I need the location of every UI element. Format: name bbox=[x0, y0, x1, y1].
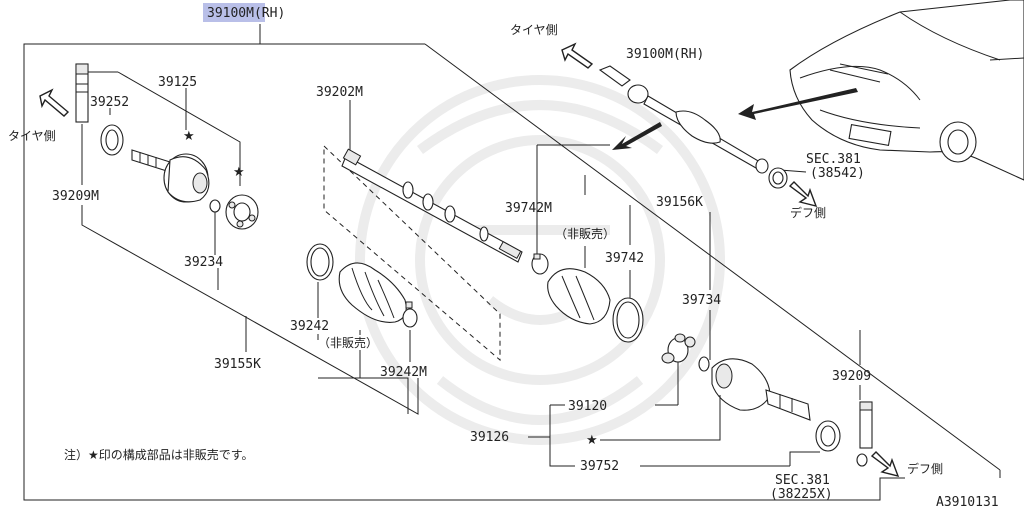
label-39209m[interactable]: 39209M bbox=[52, 189, 99, 204]
figure-id: A3910131 bbox=[936, 495, 999, 510]
part-39242[interactable] bbox=[306, 243, 334, 281]
label-sec381-top[interactable]: SEC.381 bbox=[806, 152, 861, 167]
inner-joint-group: ★ bbox=[528, 144, 873, 467]
part-39242m[interactable] bbox=[402, 301, 418, 328]
label-39202m[interactable]: 39202M bbox=[316, 85, 363, 100]
part-39734[interactable] bbox=[711, 358, 811, 421]
star-icon: ★ bbox=[183, 129, 195, 144]
label-39156k[interactable]: 39156K bbox=[656, 195, 703, 210]
part-39742[interactable] bbox=[612, 297, 644, 343]
part-small-clip[interactable] bbox=[856, 453, 868, 467]
label-39242[interactable]: 39242 bbox=[290, 319, 329, 334]
label-inset-tire-side: タイヤ側 bbox=[510, 23, 558, 37]
tire-side-indicator: タイヤ側 bbox=[8, 88, 70, 143]
inset-car bbox=[789, 0, 1024, 181]
part-outer-joint[interactable] bbox=[131, 149, 210, 203]
label-39125[interactable]: 39125 bbox=[158, 75, 197, 90]
label-39234[interactable]: 39234 bbox=[184, 255, 223, 270]
part-39234[interactable] bbox=[209, 199, 221, 213]
tire-side-label: タイヤ側 bbox=[8, 129, 56, 143]
hollow-arrow-icon bbox=[561, 42, 594, 69]
label-39742m[interactable]: 39742M bbox=[505, 201, 552, 216]
part-39252[interactable] bbox=[100, 124, 124, 156]
shaft-group bbox=[245, 100, 523, 414]
footnote: 注）★印の構成部品は非販売です。 bbox=[64, 447, 254, 462]
part-39209m[interactable] bbox=[75, 63, 89, 123]
part-39120-tripod[interactable] bbox=[661, 333, 696, 364]
label-inset-part[interactable]: 39100M(RH) bbox=[626, 47, 704, 62]
outer-joint-group: ★ ★ bbox=[75, 63, 419, 415]
inset-shaft[interactable] bbox=[598, 65, 769, 174]
label-39752[interactable]: 39752 bbox=[580, 459, 619, 474]
part-inner-snap-ring[interactable] bbox=[698, 356, 710, 372]
main-part-number[interactable]: 39100M(RH) bbox=[203, 3, 285, 22]
svg-text:39100M(RH): 39100M(RH) bbox=[207, 6, 285, 21]
watermark bbox=[355, 75, 725, 445]
inset-view bbox=[561, 0, 1024, 208]
diff-side-indicator: デフ側 bbox=[870, 451, 943, 478]
main-part-highlight: 39100 bbox=[207, 6, 246, 21]
label-39734[interactable]: 39734 bbox=[682, 293, 721, 308]
label-39252[interactable]: 39252 bbox=[90, 95, 129, 110]
filled-arrow-icon bbox=[612, 122, 662, 150]
label-sec381-bottom[interactable]: SEC.381 bbox=[775, 473, 830, 488]
part-39742m[interactable] bbox=[531, 253, 549, 275]
label-inset-diff-side: デフ側 bbox=[790, 205, 826, 220]
label-38542[interactable]: (38542) bbox=[810, 166, 865, 181]
label-not-sold-2: （非販売） bbox=[555, 226, 615, 241]
label-38225x[interactable]: (38225X) bbox=[770, 487, 833, 502]
star-icon: ★ bbox=[233, 165, 245, 180]
label-39742[interactable]: 39742 bbox=[605, 251, 644, 266]
hollow-arrow-icon bbox=[788, 181, 818, 208]
part-labels: 39125 39252 39209M 39234 39202M 39242 （非… bbox=[52, 23, 999, 510]
label-39126[interactable]: 39126 bbox=[470, 430, 509, 445]
part-inner-boot[interactable] bbox=[547, 268, 611, 325]
star-icon: ★ bbox=[586, 433, 598, 448]
diff-side-label: デフ側 bbox=[907, 461, 943, 476]
label-not-sold-1: （非販売） bbox=[318, 335, 378, 350]
label-39209[interactable]: 39209 bbox=[832, 369, 871, 384]
hollow-arrow-icon bbox=[39, 88, 70, 117]
part-38225x-seal[interactable] bbox=[815, 420, 841, 452]
label-39242m[interactable]: 39242M bbox=[380, 365, 427, 380]
assembly-frame bbox=[23, 24, 1001, 501]
part-39202m[interactable] bbox=[341, 148, 523, 263]
main-part-suffix: M(RH) bbox=[246, 6, 285, 21]
part-joint-cage[interactable] bbox=[225, 194, 259, 230]
hollow-arrow-icon bbox=[870, 451, 900, 478]
label-39155k[interactable]: 39155K bbox=[214, 357, 261, 372]
part-39209[interactable] bbox=[859, 401, 873, 449]
filled-arrow-icon bbox=[738, 88, 858, 120]
label-39120[interactable]: 39120 bbox=[568, 399, 607, 414]
